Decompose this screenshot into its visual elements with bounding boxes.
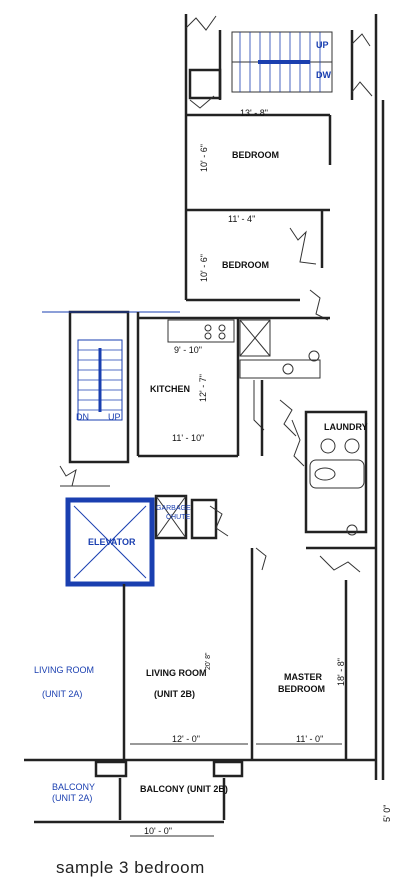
balcony-2a-label: BALCONY bbox=[52, 782, 95, 792]
master-bedroom-width: 11' - 0" bbox=[296, 734, 323, 744]
bedroom1-height: 10' - 6" bbox=[199, 144, 209, 172]
balcony-2a-unit-label: (UNIT 2A) bbox=[52, 793, 92, 803]
stairs-up-label: UP bbox=[316, 40, 329, 50]
room-labels: UP DW 13' - 8" 10' - 6" BEDROOM 11' - 4"… bbox=[34, 40, 392, 836]
laundry-label: LAUNDRY bbox=[324, 422, 368, 432]
stairs-dn-label: DN bbox=[76, 412, 89, 422]
balcony-2b-label: BALCONY (UNIT 2B) bbox=[140, 784, 228, 794]
plan-caption: sample 3 bedroom bbox=[56, 858, 205, 877]
stairs-down-label: DW bbox=[316, 70, 331, 80]
chute-label: CHUTE bbox=[166, 514, 190, 521]
living-room-height: 20' 8" bbox=[205, 652, 212, 670]
kitchen-width: 9' - 10" bbox=[174, 345, 202, 355]
master-bedroom-label-2: BEDROOM bbox=[278, 684, 325, 694]
bedroom2-height: 10' - 6" bbox=[199, 254, 209, 282]
balcony-width: 10' - 0" bbox=[144, 826, 172, 836]
unit-2a-label: (UNIT 2A) bbox=[42, 689, 82, 699]
balcony-depth: 5' 0" bbox=[382, 805, 392, 822]
bedroom2-label: BEDROOM bbox=[222, 260, 269, 270]
kitchen-width-2: 11' - 10" bbox=[172, 433, 204, 443]
walls bbox=[24, 14, 385, 837]
unit-2b-label: (UNIT 2B) bbox=[154, 689, 195, 699]
garbage-label: GARBAGE bbox=[156, 505, 191, 512]
master-bedroom-height: 18' - 8" bbox=[336, 658, 346, 686]
elevator-label: ELEVATOR bbox=[88, 537, 136, 547]
living-room-2b-label: LIVING ROOM bbox=[146, 668, 207, 678]
kitchen-label: KITCHEN bbox=[150, 384, 190, 394]
bedroom1-label: BEDROOM bbox=[232, 150, 279, 160]
bedroom2-width: 11' - 4" bbox=[228, 214, 255, 224]
living-room-width: 12' - 0" bbox=[172, 734, 200, 744]
stairs-up-left-label: UP bbox=[108, 412, 121, 422]
kitchen-height: 12' - 7" bbox=[198, 374, 208, 402]
bedroom1-width: 13' - 8" bbox=[240, 108, 268, 118]
master-bedroom-label-1: MASTER bbox=[284, 672, 323, 682]
living-room-2a-label: LIVING ROOM bbox=[34, 665, 94, 675]
